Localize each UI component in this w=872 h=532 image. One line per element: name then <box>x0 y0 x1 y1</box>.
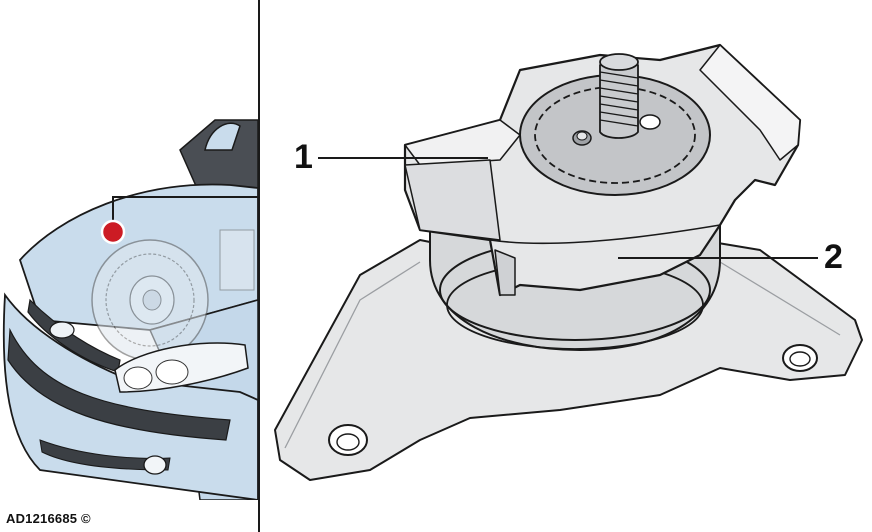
callout-label-2: 2 <box>824 238 843 276</box>
fog-light <box>143 455 167 475</box>
threaded-stud <box>599 53 639 139</box>
reference-code: AD1216685 © <box>6 511 91 526</box>
callout-label-1: 1 <box>294 138 313 176</box>
car-front-view <box>2 119 258 500</box>
mirror <box>204 122 241 151</box>
brand-badge <box>49 321 75 339</box>
location-marker <box>100 219 126 245</box>
lower-intake <box>7 327 231 441</box>
ghost-wheel <box>91 229 255 361</box>
lower-slot <box>39 439 171 471</box>
engine-mount <box>274 43 863 481</box>
